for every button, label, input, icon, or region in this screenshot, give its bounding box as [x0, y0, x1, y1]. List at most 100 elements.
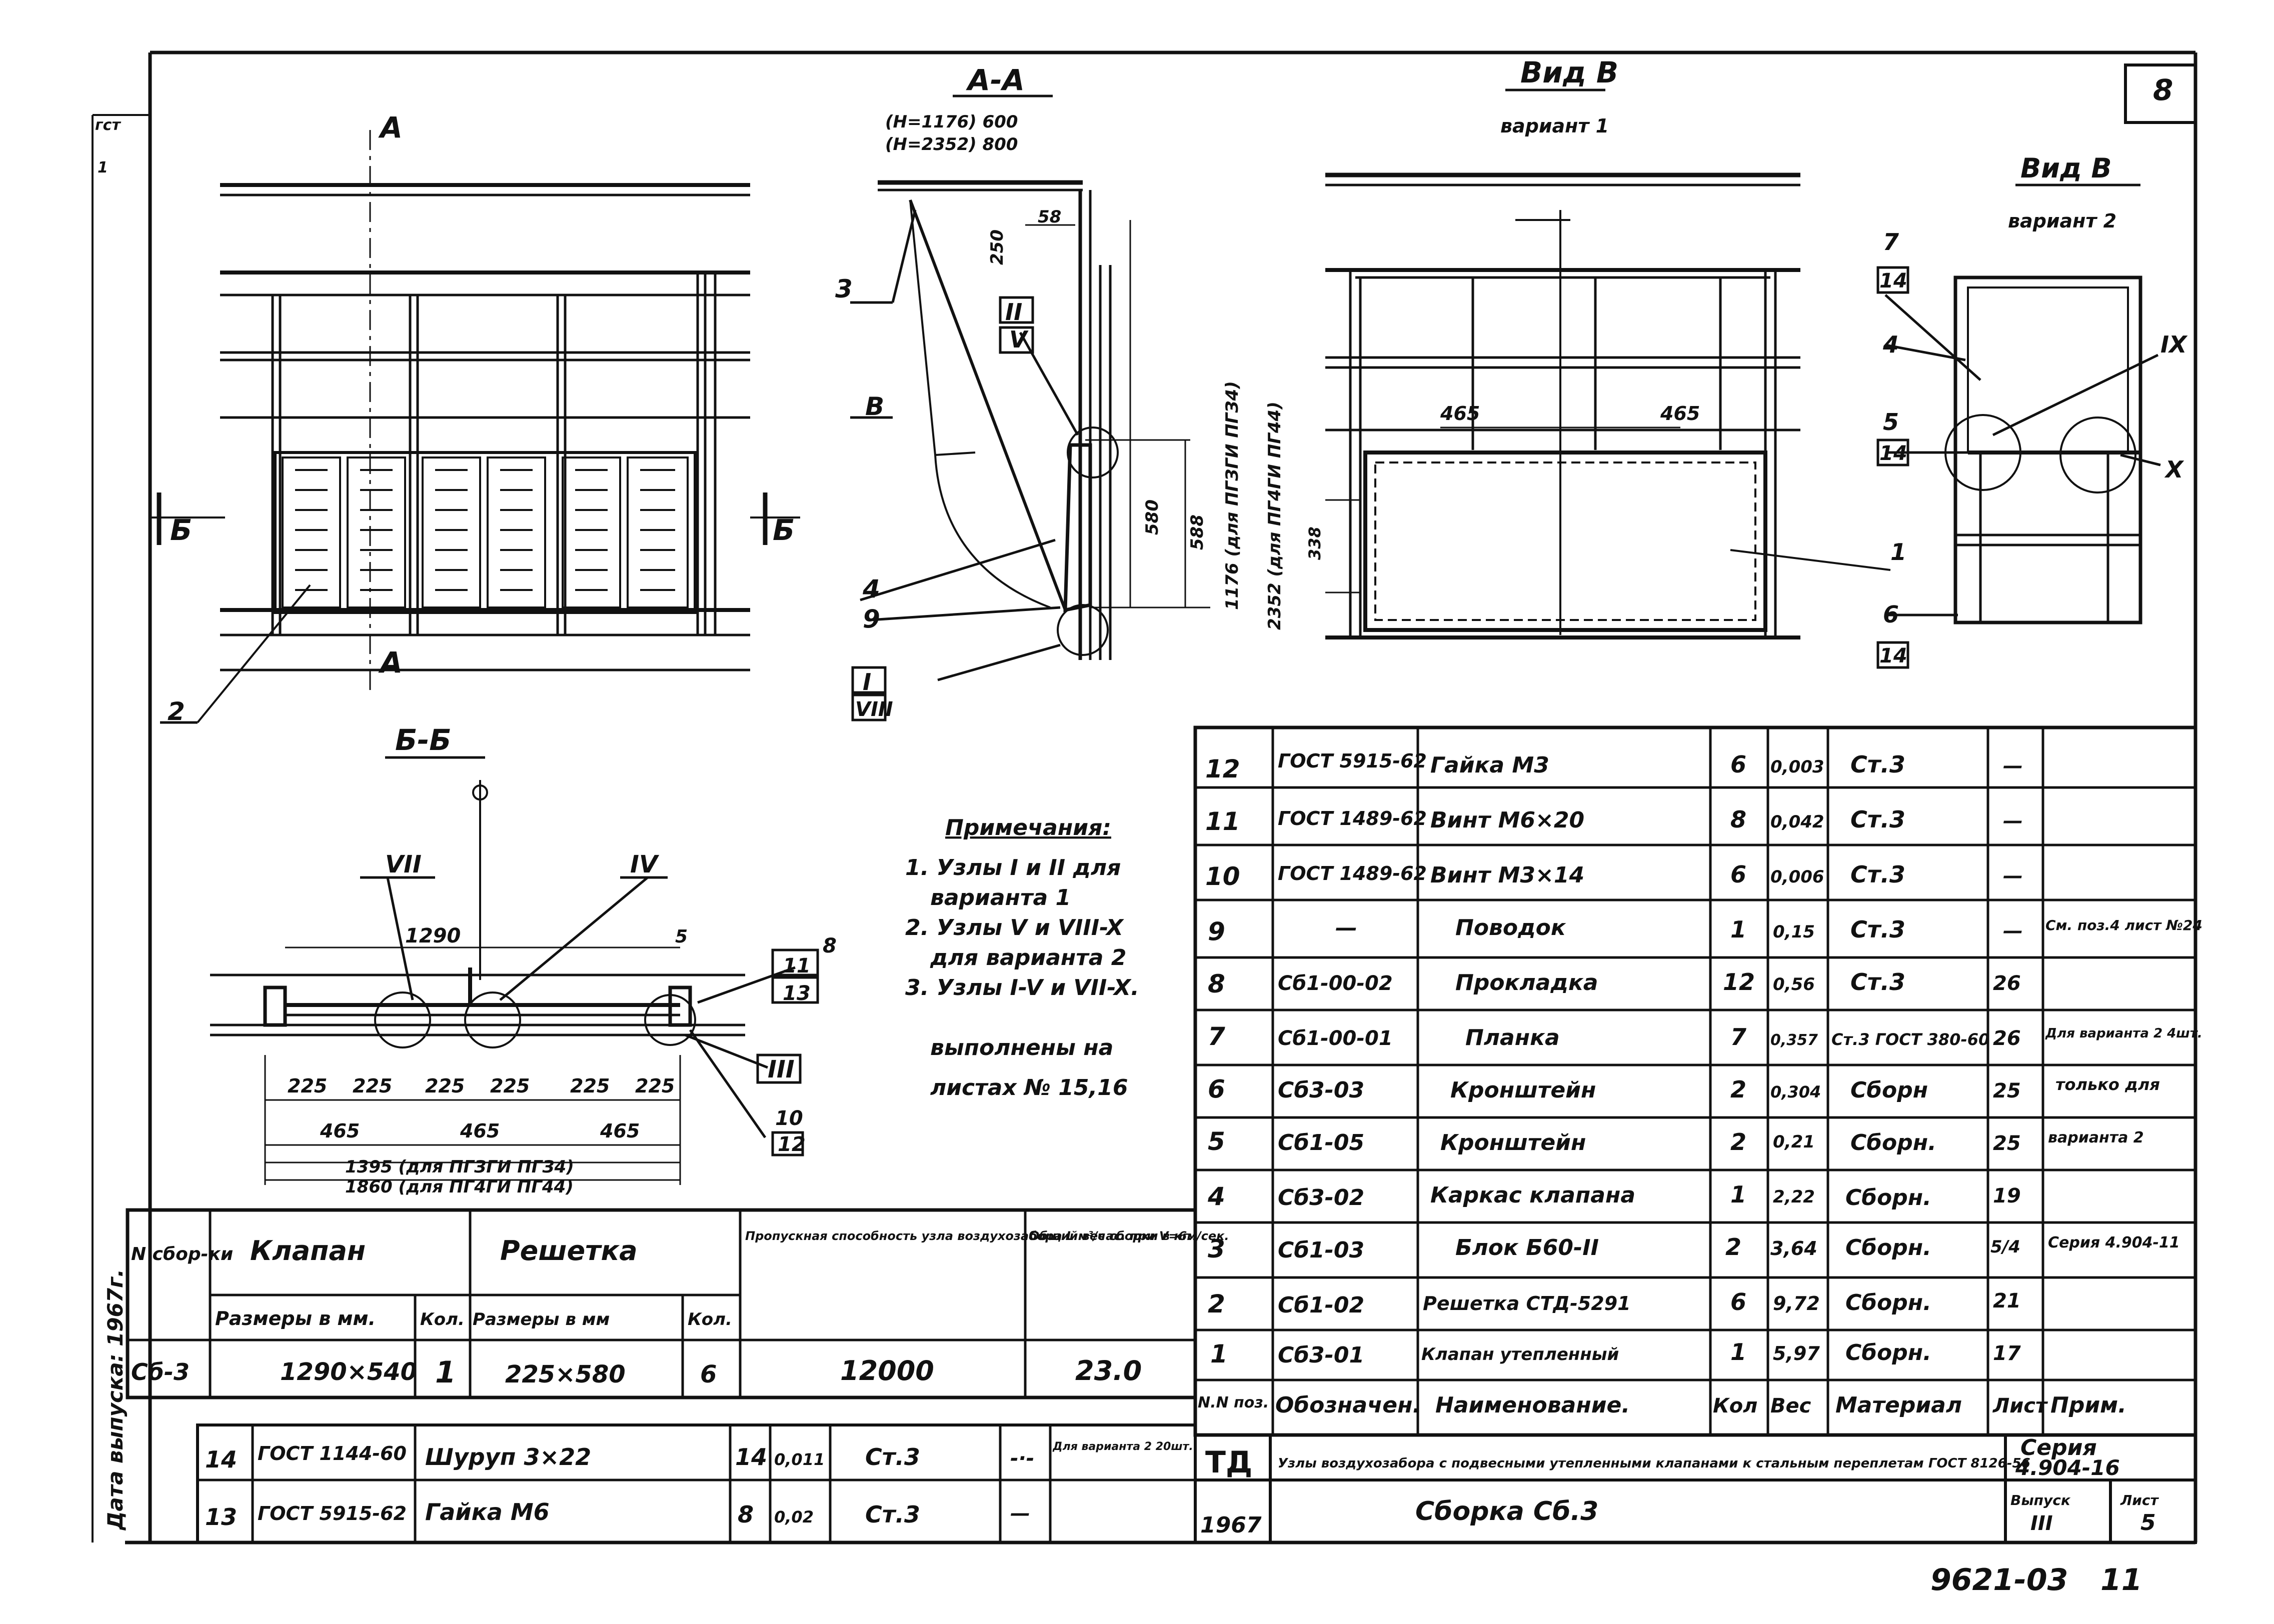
- v2-callout-6: 6: [1883, 601, 1899, 628]
- spec-row: 10 ГОСТ 1489-62 Винт М3×14 6 0,006 Ст.3 …: [1205, 861, 2023, 891]
- spec-cell-qty: 6: [1730, 861, 1746, 888]
- issue-value: III: [2030, 1512, 2053, 1535]
- side-date-label: Дата выпуска: 1967г.: [103, 1269, 128, 1531]
- spec-cell-material: Сборн.: [1845, 1340, 1931, 1366]
- spec-cell-sheet: 17: [1993, 1342, 2021, 1365]
- dim-580: 580: [1142, 500, 1162, 535]
- node-IX: IX: [2160, 331, 2188, 358]
- node-IV: IV: [630, 850, 660, 878]
- spec-cell-note: только для: [2055, 1075, 2160, 1094]
- spec-cell-name: Кронштейн: [1450, 1078, 1596, 1103]
- note-line: 1. Узлы I и II для: [905, 855, 1121, 880]
- spec-cell-name: Каркас клапана: [1430, 1182, 1635, 1208]
- spec-row: 7 Сб1-00-01 Планка 7 0,357 Ст.3 ГОСТ 380…: [1208, 1022, 2202, 1051]
- spec-cell-material: Ст.3: [1850, 968, 1905, 996]
- spec-cell-code: Сб1-00-02: [1278, 972, 1393, 995]
- v2-callout-4: 4: [1882, 331, 1899, 358]
- dim-225-1: 225: [288, 1075, 327, 1097]
- title-org: ТД: [1205, 1445, 1252, 1480]
- lower-cell-name: Гайка М6: [425, 1498, 550, 1526]
- spec-cell-weight: 0,56: [1773, 974, 1815, 994]
- bb-callout-12: 12: [778, 1133, 806, 1156]
- lower-row: 13 ГОСТ 5915-62 Гайка М6 8 0,02 Ст.3 —: [205, 1498, 1030, 1530]
- assembly-table-grid: [126, 1208, 1197, 1400]
- left-mark-1: гст: [95, 116, 121, 134]
- spec-row: 3 Сб1-03 Блок Б60-II 2 3,64 Сборн. 5/4 С…: [1208, 1234, 2180, 1264]
- spec-cell-weight: 0,003: [1770, 757, 1824, 777]
- asm-h-num: N сбор-ки: [131, 1244, 233, 1264]
- series-label: Серия: [2020, 1435, 2097, 1460]
- spec-cell-code: Сб1-02: [1278, 1292, 1364, 1318]
- lower-cell-weight: 0,02: [774, 1508, 814, 1526]
- dim-225-6: 225: [635, 1075, 675, 1097]
- left-mark-2: 1: [98, 159, 108, 176]
- spec-h-weight: Вес: [1770, 1394, 1811, 1418]
- spec-cell-code: Сб1-03: [1278, 1238, 1364, 1263]
- label-A-top: А: [378, 110, 403, 144]
- asm-grille-qty: 6: [700, 1360, 717, 1388]
- spec-cell-weight: 0,15: [1773, 922, 1815, 942]
- spec-cell-pos: 1: [1210, 1340, 1228, 1368]
- spec-cell-name: Клапан утепленный: [1421, 1344, 1619, 1364]
- spec-cell-note: Для варианта 2 4шт.: [2045, 1026, 2202, 1041]
- bb-callout-10: 10: [775, 1107, 803, 1130]
- dim-465-3: 465: [600, 1120, 640, 1142]
- spec-row: 6 Сб3-03 Кронштейн 2 0,304 Сборн 25 толь…: [1208, 1074, 2160, 1104]
- spec-cell-pos: 9: [1208, 917, 1225, 946]
- section-bb: [210, 756, 819, 1185]
- spec-h-pos: N.N поз.: [1198, 1394, 1269, 1412]
- dim-338: 338: [1305, 526, 1324, 560]
- spec-cell-material: Сборн.: [1845, 1185, 1931, 1210]
- callout-4: 4: [862, 574, 880, 604]
- spec-row: 12 ГОСТ 5915-62 Гайка М3 6 0,003 Ст.3 —: [1205, 750, 2023, 784]
- spec-cell-pos: 6: [1208, 1074, 1225, 1104]
- title-block-grid: [1194, 1434, 2197, 1544]
- lower-cell-weight: 0,011: [774, 1450, 825, 1469]
- spec-cell-code: Сб1-00-01: [1278, 1027, 1393, 1050]
- dim-250: 250: [987, 230, 1007, 265]
- dim-225-5: 225: [570, 1075, 610, 1097]
- spec-cell-name: Кронштейн: [1440, 1130, 1586, 1156]
- notes: Примечания: 1. Узлы I и II для варианта …: [905, 815, 1139, 1100]
- spec-cell-name: Гайка М3: [1430, 752, 1549, 778]
- asm-h-size: Размеры в мм.: [215, 1308, 376, 1330]
- asm-valve-size: 1290×540: [280, 1358, 417, 1386]
- spec-h-sheet: Лист: [1992, 1394, 2048, 1418]
- node-VII: VII: [385, 850, 422, 878]
- spec-h-note: Прим.: [2050, 1392, 2126, 1418]
- spec-cell-name: Винт М3×14: [1430, 862, 1584, 888]
- spec-cell-qty: 1: [1730, 916, 1746, 943]
- spec-cell-pos: 12: [1205, 754, 1240, 784]
- note-line: выполнены на: [930, 1035, 1113, 1060]
- label-A-bottom: А: [378, 646, 403, 680]
- asm-h-qty: Кол.: [420, 1310, 465, 1330]
- spec-cell-sheet: —: [2003, 754, 2023, 778]
- spec-cell-sheet: 26: [1993, 972, 2021, 995]
- lower-table-grid: [196, 1424, 1197, 1544]
- asm-grille-size: 225×580: [505, 1360, 626, 1388]
- spec-cell-qty: 2: [1730, 1076, 1746, 1103]
- note-line: 3. Узлы I-V и VII-X.: [905, 975, 1139, 1000]
- spec-row: 9 — Поводок 1 0,15 Ст.3 — См. поз.4 лист…: [1208, 915, 2202, 946]
- node-V: V: [1009, 326, 1029, 353]
- spec-cell-material: Ст.3 ГОСТ 380-60: [1831, 1030, 1989, 1049]
- bb-callout-11: 11: [783, 954, 811, 978]
- section-bb-title: Б-Б: [395, 723, 452, 757]
- lower-cell-name: Шуруп 3×22: [425, 1444, 591, 1470]
- spec-cell-weight: 0,21: [1773, 1132, 1815, 1152]
- dim-588: 588: [1187, 514, 1207, 550]
- spec-cell-pos: 4: [1207, 1182, 1225, 1211]
- dim-465-b: 465: [1660, 402, 1700, 424]
- dim-225-2: 225: [353, 1075, 392, 1097]
- asm-h-weight: Общий вес сборки в кг.: [1029, 1229, 1193, 1243]
- grille-block: [562, 456, 621, 608]
- node-II: II: [1005, 298, 1022, 326]
- asm-h-valve: Клапан: [250, 1235, 366, 1266]
- lower-cell-qty: 8: [738, 1501, 754, 1528]
- spec-cell-material: Ст.3: [1850, 861, 1905, 888]
- grille-block: [422, 456, 481, 608]
- lower-cell-pos: 13: [205, 1504, 237, 1530]
- view-v1: [1325, 88, 1891, 640]
- spec-cell-qty: 7: [1730, 1024, 1746, 1050]
- bb-callout-8: 8: [823, 934, 837, 958]
